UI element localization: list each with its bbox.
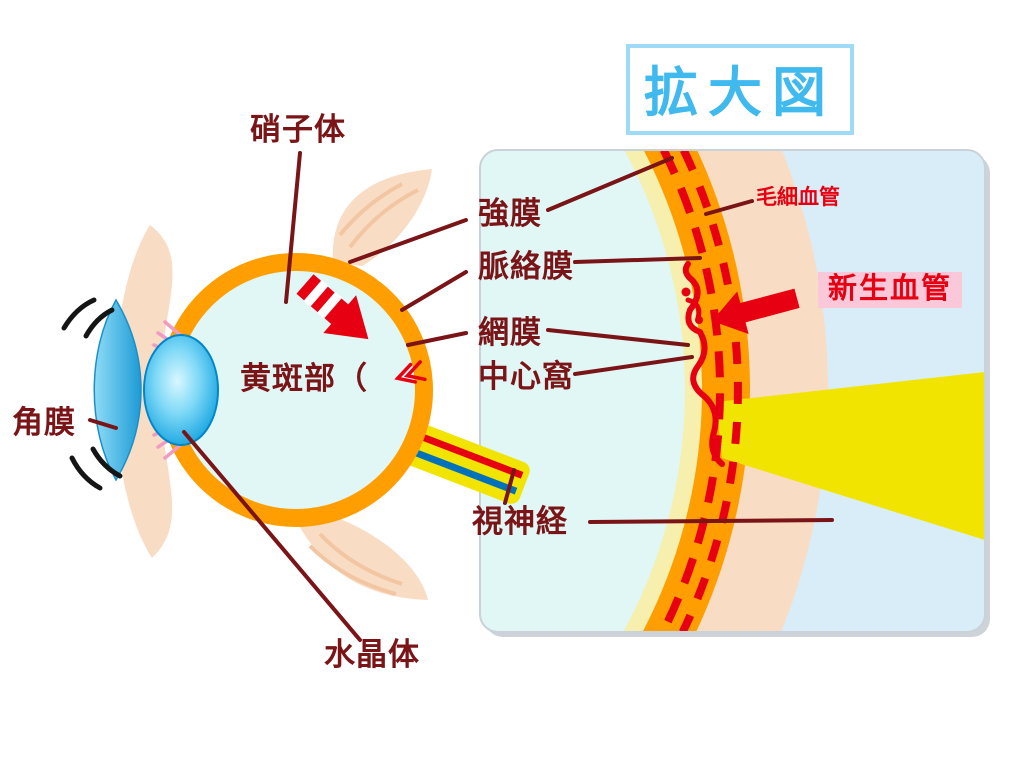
line-retina-right [546,328,690,347]
line-optic-right [588,518,834,524]
lower-muscle-stripes [308,532,403,596]
capillary-dashed-vessel-2 [679,150,742,632]
title-enlarged-view: 拡大図 [626,44,854,135]
line-retina-left [406,331,468,347]
macula-arrow-icon [296,274,369,340]
label-cornea: 角膜 [12,405,76,440]
fovea-pointer-icon [394,360,427,384]
new-vessel-squiggle [681,261,725,467]
enlarged-panel [480,150,985,632]
cornea-shape [93,298,142,482]
lower-muscle [296,517,428,600]
line-lens [182,430,362,642]
label-fovea: 中心窩 [478,359,574,394]
label-sclera: 強膜 [478,196,542,231]
lens-shape [143,334,219,446]
line-optic-left [503,468,516,505]
line-sclera-right [546,156,674,212]
optic-nerve-wedge [716,372,985,540]
label-macula: 黄斑部（ [240,361,368,396]
line-vitreous [284,151,302,304]
upper-muscle-stripes [338,182,419,249]
line-cornea [88,418,118,430]
label-retina: 網膜 [478,315,542,350]
line-sclera-left [348,218,468,264]
capillary-dashed-vessel-1 [659,150,725,632]
label-optic-nerve: 視神経 [472,504,568,539]
label-vitreous: 硝子体 [250,112,346,147]
line-fovea-right [573,355,694,376]
label-lens: 水晶体 [324,637,420,672]
line-choroid-right [573,256,702,264]
label-neovascular: 新生血管 [818,272,963,308]
line-choroid-left [400,270,468,312]
line-capillary [704,199,754,216]
eyelash-marks [61,297,123,491]
leader-lines [88,151,834,642]
panel-border [479,149,986,633]
upper-muscle [332,169,432,266]
label-choroid: 脈絡膜 [478,249,574,284]
label-capillary: 毛細血管 [756,186,840,209]
neovessel-arrow-icon [712,288,800,334]
